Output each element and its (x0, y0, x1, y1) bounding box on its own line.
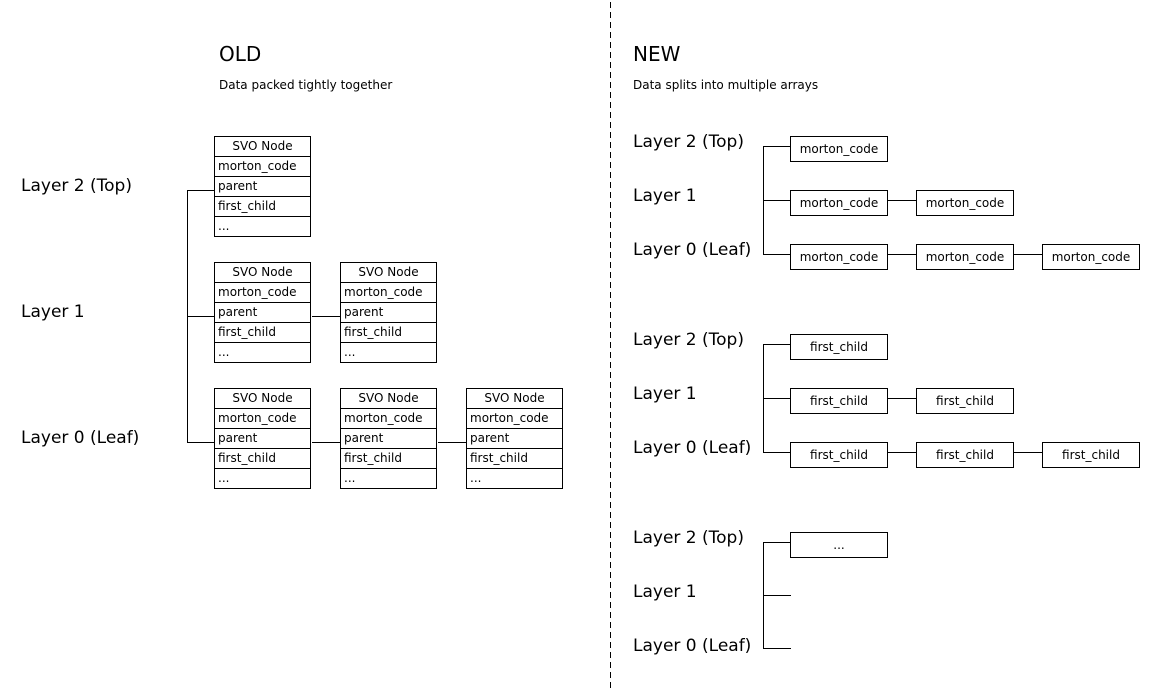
svo-node-field: ... (341, 468, 436, 488)
svo-node-field: morton_code (341, 408, 436, 428)
svo-node-header: SVO Node (358, 391, 419, 405)
array-cell: first_child (916, 442, 1014, 468)
array-cell: morton_code (916, 244, 1014, 270)
old-title: OLD (219, 42, 262, 66)
array-cell: first_child (790, 388, 888, 414)
svo-node-field: parent (341, 302, 436, 322)
array-cell: first_child (790, 442, 888, 468)
array-cell: first_child (1042, 442, 1140, 468)
svo-node-field: first_child (341, 448, 436, 468)
svo-node-field: parent (215, 176, 310, 196)
svo-node-header: SVO Node (232, 139, 293, 153)
array-cell: morton_code (790, 136, 888, 162)
new-layer-label-2: Layer 2 (Top) (633, 528, 744, 548)
svo-node-header: SVO Node (232, 265, 293, 279)
svo-node-field: morton_code (215, 408, 310, 428)
array-cell: morton_code (790, 190, 888, 216)
svo-node-field: first_child (341, 322, 436, 342)
old-layer-label-1: Layer 1 (21, 302, 85, 322)
array-cell: ... (790, 532, 888, 558)
svo-node-field: first_child (215, 196, 310, 216)
svo-node-field: morton_code (215, 156, 310, 176)
svo-node-field: parent (215, 302, 310, 322)
new-layer-label-0: Layer 0 (Leaf) (633, 636, 752, 656)
svo-node-field: parent (341, 428, 436, 448)
svo-node-field: ... (215, 342, 310, 362)
svo-node-field: morton_code (215, 282, 310, 302)
new-layer-label-1: Layer 1 (633, 186, 697, 206)
svo-node: SVO Node morton_code parent first_child … (340, 262, 437, 363)
svo-node-header: SVO Node (484, 391, 545, 405)
svo-node-field: ... (341, 342, 436, 362)
svo-node: SVO Node morton_code parent first_child … (214, 262, 311, 363)
svo-node-header: SVO Node (232, 391, 293, 405)
svo-node-field: parent (467, 428, 562, 448)
new-title: NEW (633, 42, 681, 66)
svo-node-field: ... (215, 468, 310, 488)
array-cell: morton_code (790, 244, 888, 270)
new-layer-label-0: Layer 0 (Leaf) (633, 438, 752, 458)
new-layer-label-1: Layer 1 (633, 582, 697, 602)
svo-node-field: first_child (215, 448, 310, 468)
svo-node: SVO Node morton_code parent first_child … (340, 388, 437, 489)
new-layer-label-2: Layer 2 (Top) (633, 132, 744, 152)
svo-node-field: first_child (467, 448, 562, 468)
svo-node-field: morton_code (341, 282, 436, 302)
svo-node-field: ... (467, 468, 562, 488)
svo-node-field: morton_code (467, 408, 562, 428)
new-layer-label-0: Layer 0 (Leaf) (633, 240, 752, 260)
svo-node: SVO Node morton_code parent first_child … (214, 388, 311, 489)
array-cell: morton_code (916, 190, 1014, 216)
svo-node-field: ... (215, 216, 310, 236)
array-cell: first_child (916, 388, 1014, 414)
new-subtitle: Data splits into multiple arrays (633, 78, 819, 92)
old-layer-label-0: Layer 0 (Leaf) (21, 428, 140, 448)
old-layer-label-2: Layer 2 (Top) (21, 176, 132, 196)
array-cell: morton_code (1042, 244, 1140, 270)
new-layer-label-1: Layer 1 (633, 384, 697, 404)
svo-node-field: first_child (215, 322, 310, 342)
svo-node: SVO Node morton_code parent first_child … (466, 388, 563, 489)
svo-node-field: parent (215, 428, 310, 448)
svo-node: SVO Node morton_code parent first_child … (214, 136, 311, 237)
svo-node-header: SVO Node (358, 265, 419, 279)
old-subtitle: Data packed tightly together (219, 78, 393, 92)
new-layer-label-2: Layer 2 (Top) (633, 330, 744, 350)
array-cell: first_child (790, 334, 888, 360)
